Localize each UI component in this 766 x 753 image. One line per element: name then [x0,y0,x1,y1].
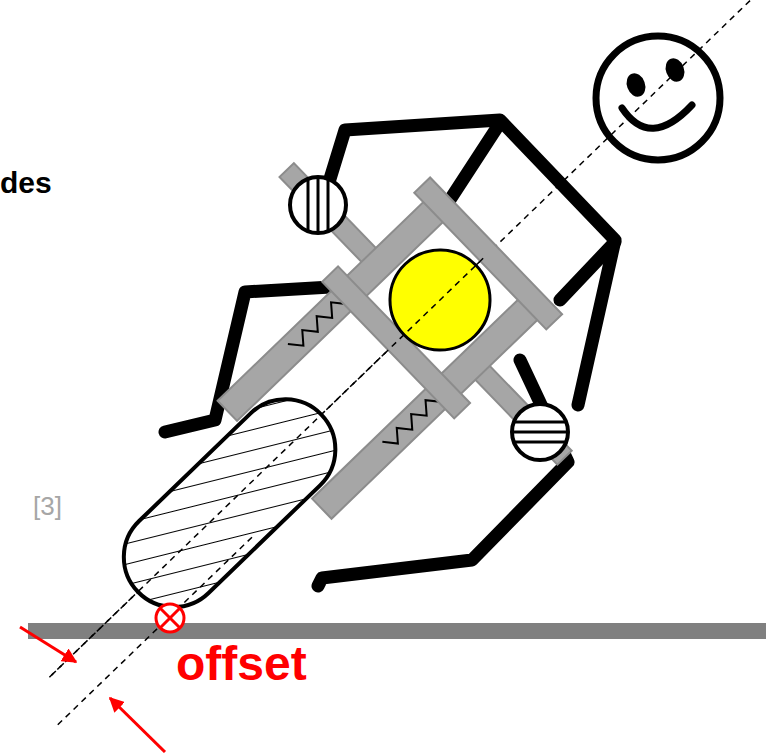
contact-point [156,604,184,632]
offset-arrow [20,627,76,662]
center-axis [48,258,483,678]
contact-line [58,537,252,725]
ground-bar [28,623,766,639]
center-axis [48,0,766,679]
offset-arrow [110,698,165,752]
rider-head [596,36,720,160]
heading-fragment: des [0,166,52,199]
right-hand [512,404,568,460]
left-hand [290,177,346,233]
offset-label: offset [176,638,307,691]
reference-number: [3] [33,492,62,521]
torso-line [560,242,615,300]
